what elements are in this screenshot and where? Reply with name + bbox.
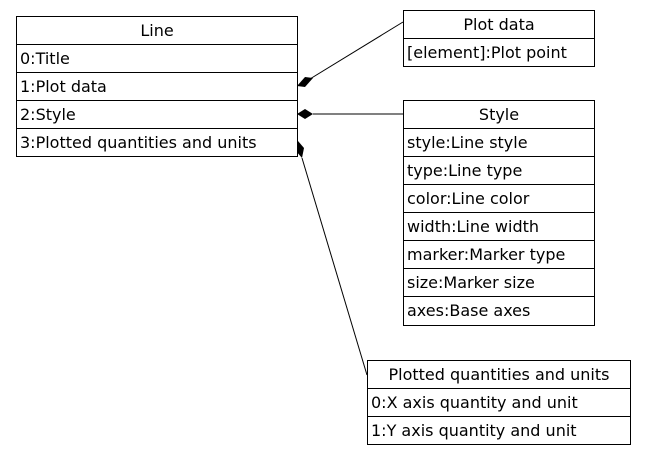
connector-quantities xyxy=(296,141,368,376)
style-box-row-color: color:Line color xyxy=(404,185,594,213)
composition-diamond-icon xyxy=(297,77,313,87)
style-box-row-type: type:Line type xyxy=(404,157,594,185)
style-box-row-axes: axes:Base axes xyxy=(407,301,531,320)
style-box: Style style:Line style type:Line type co… xyxy=(403,100,595,326)
connector-plot-data xyxy=(297,21,404,87)
line-box: Line 0:Title 1:Plot data 2:Style 3:Plott… xyxy=(16,16,298,157)
style-box-row-size: size:Marker size xyxy=(404,269,594,297)
line-box-row-title: 0:Title xyxy=(17,45,297,73)
plot-data-box-row-element: [element]:Plot point xyxy=(407,43,567,62)
quantities-box-title: Plotted quantities and units xyxy=(368,361,630,389)
composition-diamond-icon xyxy=(296,141,304,158)
composition-diamond-icon xyxy=(297,109,313,119)
style-box-row-style: style:Line style xyxy=(404,129,594,157)
quantities-box-row-y: 1:Y axis quantity and unit xyxy=(371,421,577,440)
quantities-box-row-x: 0:X axis quantity and unit xyxy=(368,389,630,417)
style-box-row-marker: marker:Marker type xyxy=(404,241,594,269)
plot-data-box-title: Plot data xyxy=(404,11,594,39)
line-box-row-quantities: 3:Plotted quantities and units xyxy=(20,133,257,152)
style-box-row-width: width:Line width xyxy=(404,213,594,241)
quantities-box: Plotted quantities and units 0:X axis qu… xyxy=(367,360,631,445)
plot-data-box: Plot data [element]:Plot point xyxy=(403,10,595,67)
style-box-title: Style xyxy=(404,101,594,129)
line-box-title: Line xyxy=(17,17,297,45)
connector-style xyxy=(297,109,403,119)
line-box-row-plot-data: 1:Plot data xyxy=(17,73,297,101)
line-box-row-style: 2:Style xyxy=(17,101,297,129)
